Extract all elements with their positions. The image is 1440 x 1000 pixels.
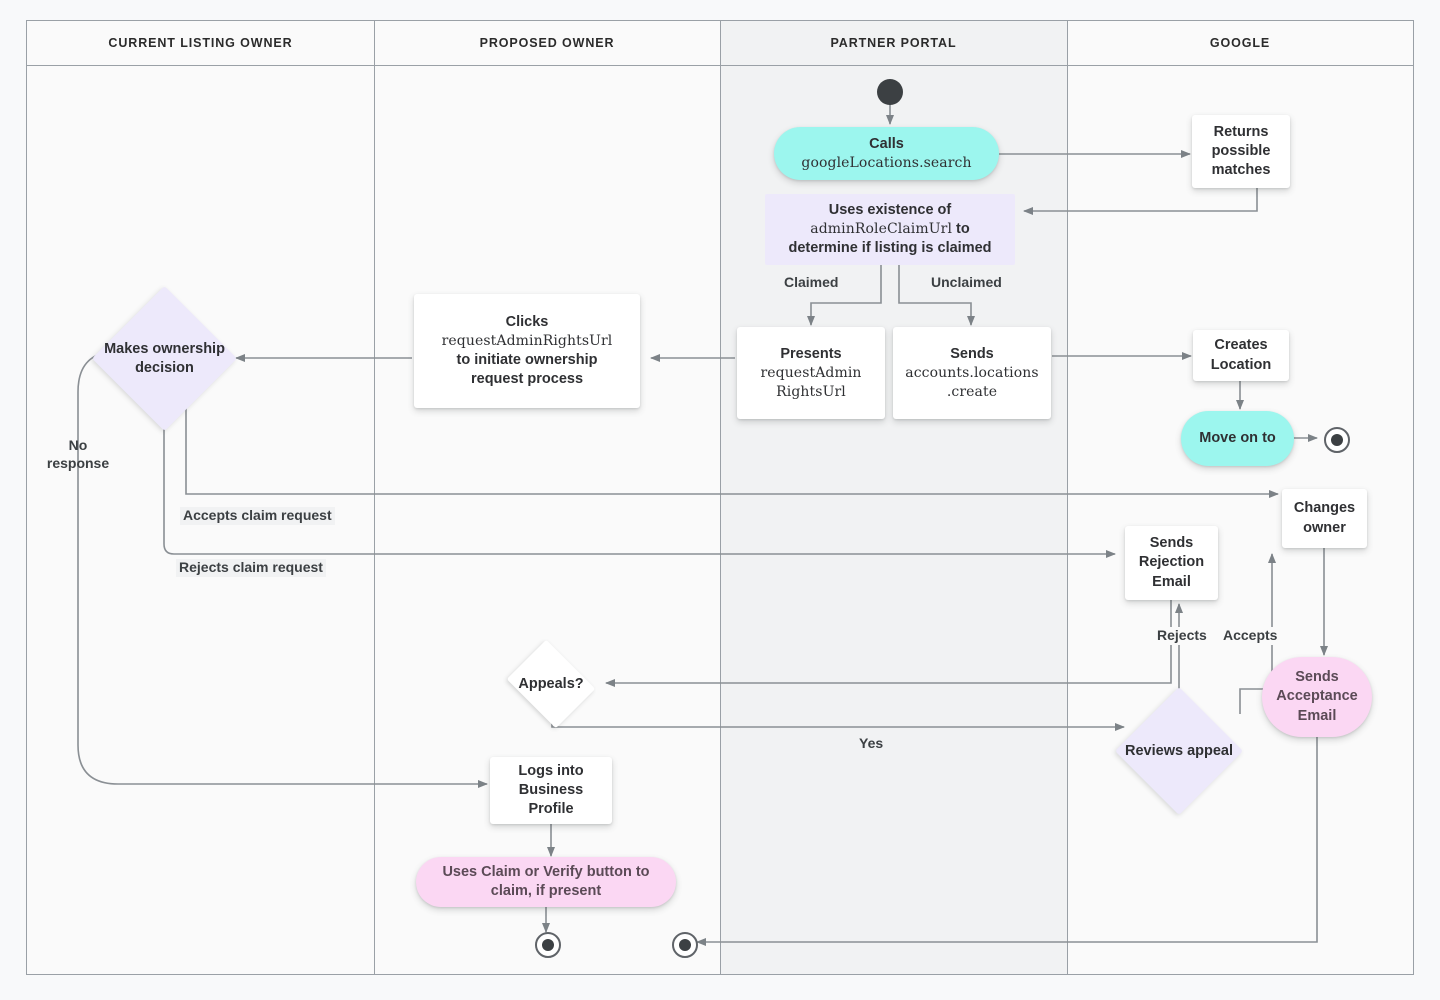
- edge-label-claimed: Claimed: [781, 274, 842, 292]
- edge-label-unclaimed: Unclaimed: [928, 274, 1005, 292]
- node-reviews-appeal[interactable]: Reviews appeal: [1115, 687, 1243, 815]
- edge-label-no-response: No response: [42, 437, 114, 472]
- lane-header-google: GOOGLE: [1067, 21, 1413, 66]
- node-clicks-line2: requestAdminRightsUrl: [441, 333, 613, 350]
- node-calls-line1: Calls: [869, 135, 904, 152]
- end-terminal-google: [1324, 427, 1350, 453]
- node-sends-acceptance-email[interactable]: Sends Acceptance Email: [1262, 657, 1372, 737]
- node-changes-owner-label: Changes owner: [1293, 500, 1356, 536]
- lane-divider-2: [720, 21, 721, 974]
- edge-label-accepts: Accepts: [1220, 627, 1281, 645]
- node-calls-googlelocations-search[interactable]: Calls googleLocations.search: [774, 127, 999, 180]
- node-reviews-appeal-label: Reviews appeal: [1125, 742, 1233, 759]
- node-uses-claim-line1: Uses Claim or Verify button to: [442, 863, 650, 880]
- lane-header-proposed-owner: PROPOSED OWNER: [374, 21, 720, 66]
- node-logs-into-label: Logs into Business Profile: [518, 762, 584, 818]
- node-clicks-line4: request process: [470, 370, 584, 387]
- node-presents-line2: requestAdmin: [760, 365, 862, 382]
- node-appeals-label: Appeals?: [518, 675, 584, 692]
- end-terminal-proposed-owner: [535, 932, 561, 958]
- node-presents-requestadminrightsurl[interactable]: Presents requestAdmin RightsUrl: [737, 327, 885, 419]
- node-changes-owner[interactable]: Changes owner: [1282, 489, 1367, 548]
- node-sendscreate-line3: .create: [946, 383, 998, 400]
- end-terminal-partner-portal: [672, 932, 698, 958]
- node-uses-claim-line2: claim, if present: [490, 883, 602, 899]
- node-sends-rejection-email-label: Sends Rejection Email: [1138, 535, 1205, 590]
- edge-label-no-response-line1: No: [68, 437, 88, 453]
- node-makes-ownership-decision[interactable]: Makes ownership decision: [92, 286, 237, 431]
- lane-header-partner-portal: PARTNER PORTAL: [720, 21, 1067, 66]
- node-presents-line3: RightsUrl: [776, 383, 846, 400]
- node-sendscreate-line2: accounts.locations: [905, 365, 1039, 382]
- node-clicks-line3: to initiate ownership: [456, 351, 598, 368]
- node-clicks-requestadminrightsurl[interactable]: Clicks requestAdminRightsUrl to initiate…: [414, 294, 640, 408]
- node-returns-possible-matches[interactable]: Returns possible matches: [1192, 115, 1290, 188]
- lane-divider-3: [1067, 21, 1068, 974]
- node-clicks-line1: Clicks: [505, 314, 549, 331]
- lane-divider-1: [374, 21, 375, 974]
- start-terminal-partner-portal: [877, 79, 903, 105]
- node-uses-claim-or-verify[interactable]: Uses Claim or Verify button to claim, if…: [416, 857, 676, 907]
- edge-label-rejects-claim-request: Rejects claim request: [176, 559, 326, 577]
- node-uses-existence-adminroleclaimurl[interactable]: Uses existence of adminRoleClaimUrl to d…: [765, 194, 1015, 265]
- node-logs-into-business-profile[interactable]: Logs into Business Profile: [490, 757, 612, 824]
- node-makes-decision-label: Makes ownership decision: [104, 341, 225, 376]
- node-creates-location-label: Creates Location: [1210, 337, 1272, 373]
- lane-proposed-owner: PROPOSED OWNER: [374, 21, 720, 974]
- node-returns-label: Returns possible matches: [1211, 123, 1271, 179]
- node-uses-line3: determine if listing is claimed: [788, 240, 992, 257]
- node-calls-line2: googleLocations.search: [801, 154, 972, 171]
- edge-label-rejects: Rejects: [1154, 627, 1210, 645]
- node-move-on-to[interactable]: Move on to: [1181, 411, 1294, 466]
- node-uses-line2-tail: to: [952, 220, 970, 237]
- node-appeals[interactable]: Appeals?: [495, 639, 607, 729]
- node-creates-location[interactable]: Creates Location: [1193, 330, 1289, 381]
- node-sends-rejection-email[interactable]: Sends Rejection Email: [1125, 526, 1218, 600]
- node-uses-line2-code: adminRoleClaimUrl: [810, 220, 953, 237]
- lane-header-current-listing-owner: CURRENT LISTING OWNER: [27, 21, 374, 66]
- node-uses-line1: Uses existence of: [828, 201, 952, 218]
- node-sendscreate-line1: Sends: [950, 345, 994, 362]
- edge-label-yes: Yes: [856, 735, 887, 753]
- edge-label-accepts-claim-request: Accepts claim request: [180, 507, 335, 525]
- edge-label-no-response-line2: response: [46, 454, 110, 471]
- node-sends-accounts-locations-create[interactable]: Sends accounts.locations .create: [893, 327, 1051, 419]
- node-sends-acceptance-email-label: Sends Acceptance Email: [1276, 669, 1358, 724]
- node-presents-line1: Presents: [780, 345, 842, 362]
- lane-current-listing-owner: CURRENT LISTING OWNER: [27, 21, 374, 974]
- node-move-on-to-label: Move on to: [1199, 429, 1276, 446]
